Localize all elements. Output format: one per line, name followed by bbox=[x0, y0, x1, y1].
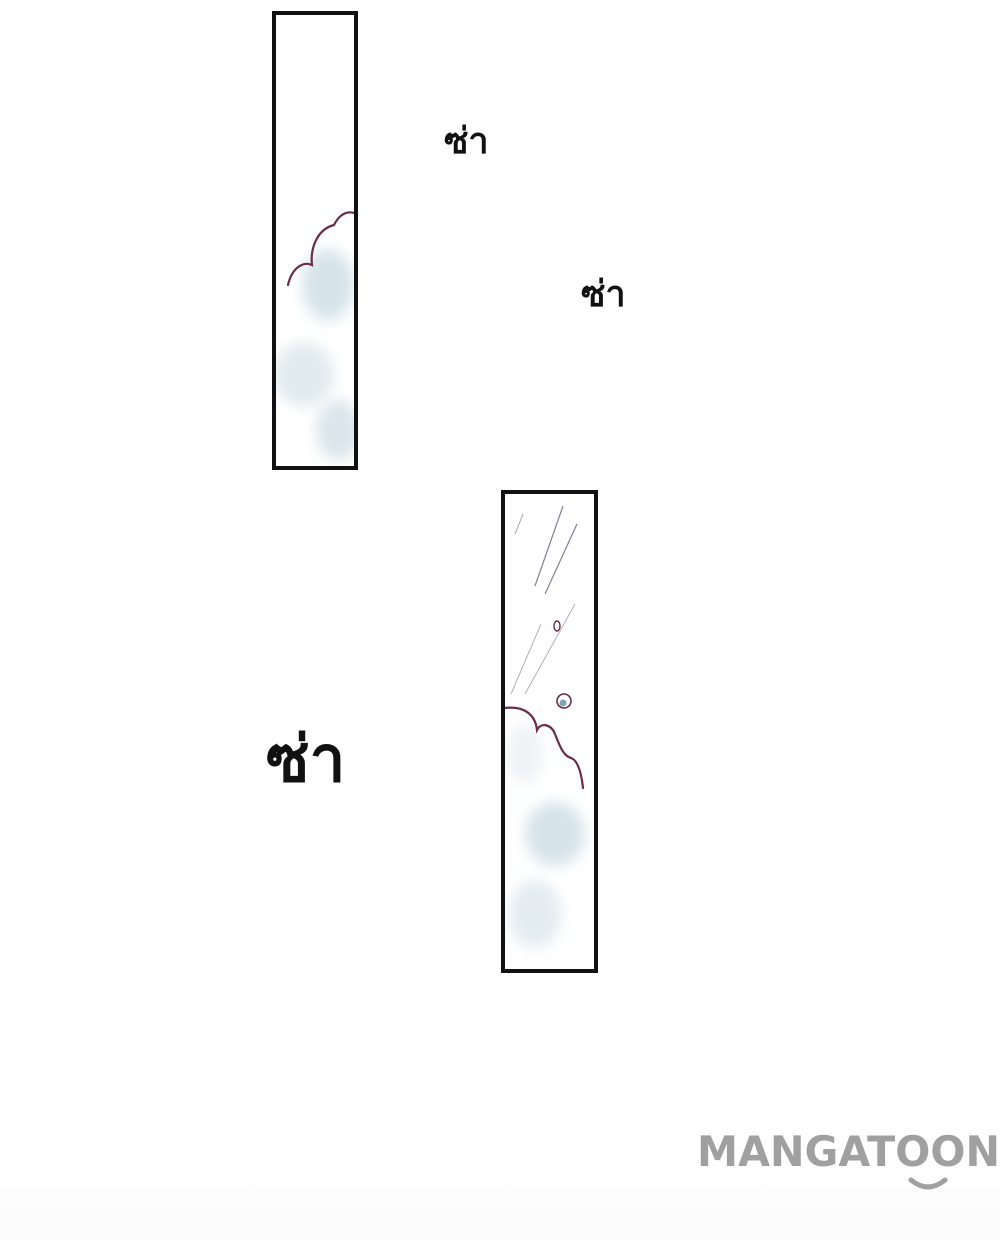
rain-cloud-illustration bbox=[505, 505, 585, 948]
comic-panel-bottom bbox=[501, 490, 598, 973]
cloud-illustration bbox=[276, 211, 354, 460]
sound-effect-text-large: ซ่า bbox=[266, 723, 346, 797]
sound-effect-text: ซ่า bbox=[444, 121, 489, 162]
comic-panel-top bbox=[272, 11, 358, 470]
sound-effect-text: ซ่า bbox=[581, 274, 626, 315]
svg-text:MANGATOON: MANGATOON bbox=[697, 1127, 1000, 1176]
mangatoon-watermark-logo: MANGATOON bbox=[697, 1122, 1000, 1192]
mangatoon-logo-icon: MANGATOON bbox=[697, 1127, 1000, 1190]
